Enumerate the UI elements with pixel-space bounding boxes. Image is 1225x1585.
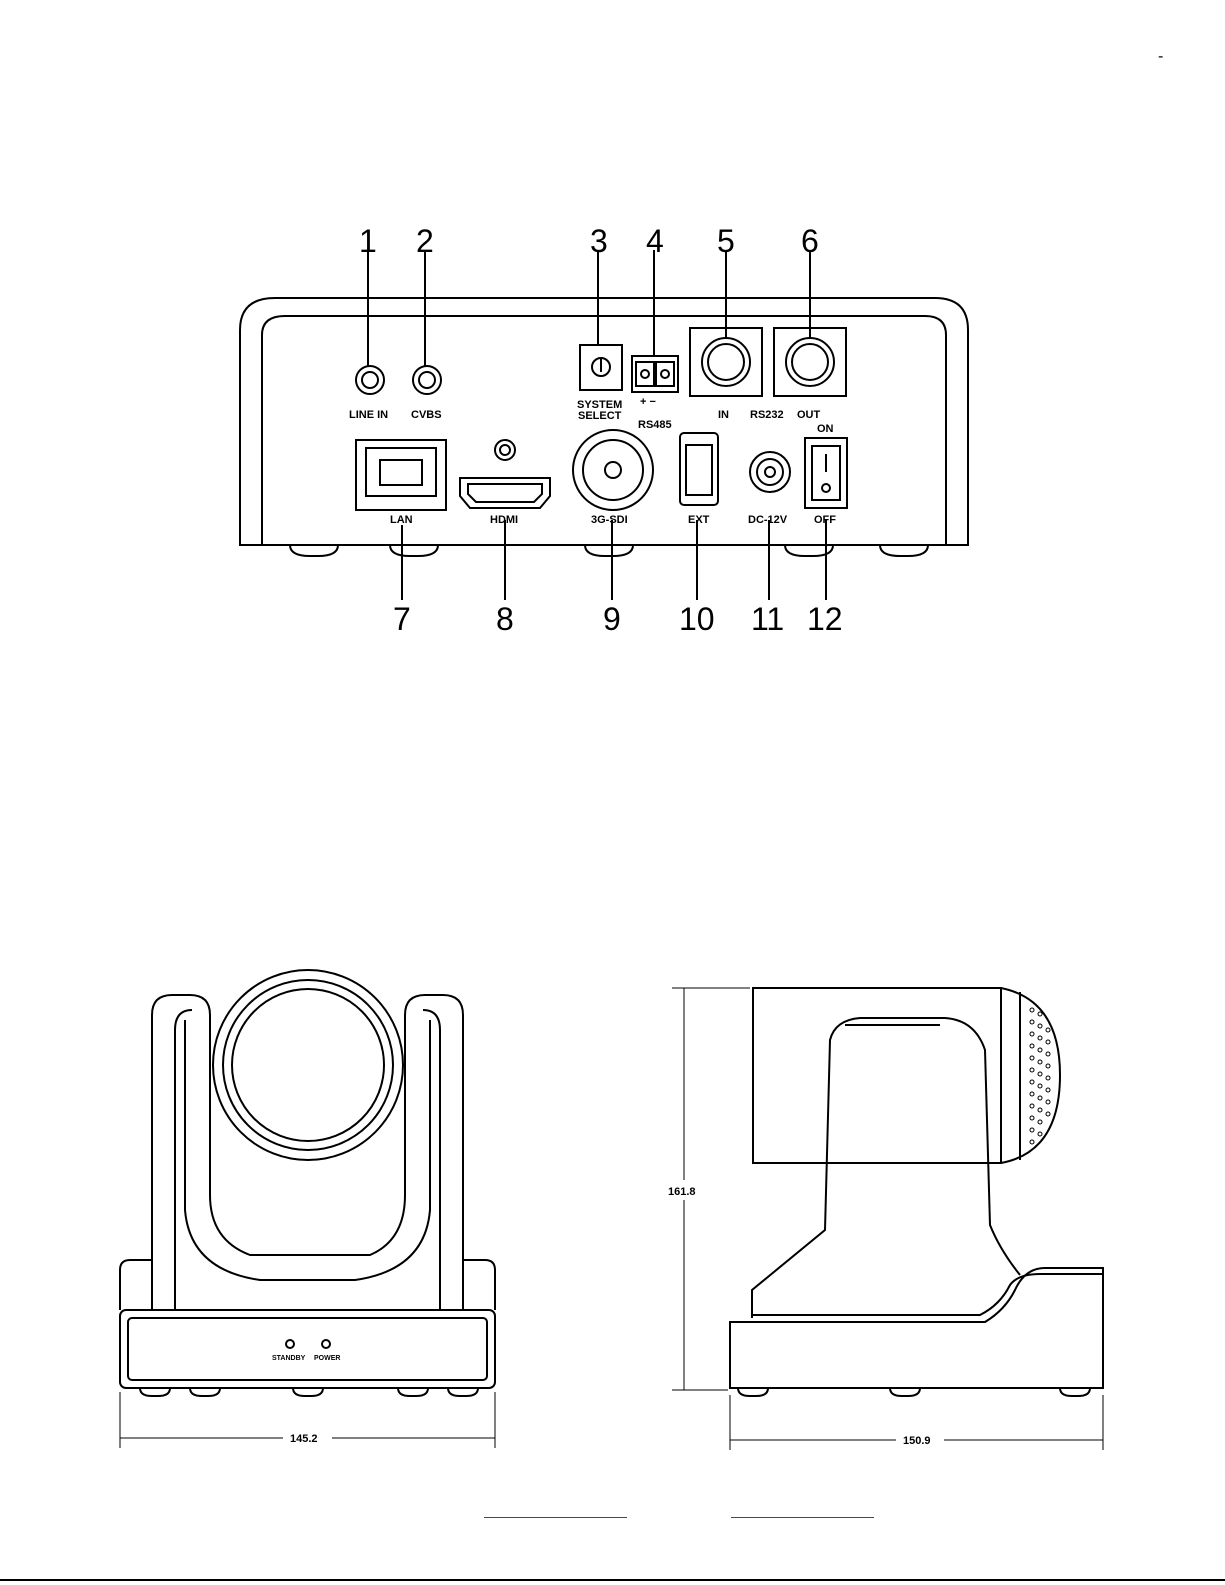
callout-11: 11 <box>751 601 784 637</box>
callout-5: 5 <box>717 223 735 259</box>
front-standby-label: STANDBY <box>272 1355 306 1362</box>
label-dc-12v: DC-12V <box>748 514 788 526</box>
callout-7: 7 <box>393 601 411 637</box>
footer-link-1[interactable] <box>484 1495 627 1518</box>
callout-9: 9 <box>603 601 621 637</box>
callout-2: 2 <box>416 223 434 259</box>
callout-10: 10 <box>679 601 715 637</box>
label-off: OFF <box>814 514 836 526</box>
label-rs485: RS485 <box>638 419 672 431</box>
label-hdmi: HDMI <box>490 514 518 526</box>
label-rs232: RS232 <box>750 409 784 421</box>
side-height-dimension: 161.8 <box>668 1186 696 1198</box>
label-line-in: LINE IN <box>349 409 388 421</box>
footer-link-2[interactable] <box>731 1495 874 1518</box>
label-out: OUT <box>797 409 821 421</box>
page-bottom-rule <box>0 1579 1225 1581</box>
callout-8: 8 <box>496 601 514 637</box>
label-ext: EXT <box>688 514 710 526</box>
label-cvbs: CVBS <box>411 409 442 421</box>
front-power-label: POWER <box>314 1355 340 1362</box>
label-3g-sdi: 3G-SDI <box>591 514 628 526</box>
label-on: ON <box>817 423 834 435</box>
callout-4: 4 <box>646 223 664 259</box>
rear-panel-diagram: 1 2 3 4 5 6 7 8 9 10 11 12 LINE IN CVBS … <box>0 0 1225 700</box>
label-plus-minus: + − <box>640 396 656 408</box>
front-width-dimension: 145.2 <box>290 1433 318 1445</box>
callout-6: 6 <box>801 223 819 259</box>
callout-3: 3 <box>590 223 608 259</box>
callout-12: 12 <box>807 601 843 637</box>
label-select: SELECT <box>578 410 622 422</box>
label-in: IN <box>718 409 729 421</box>
label-lan: LAN <box>390 514 413 526</box>
side-depth-dimension: 150.9 <box>903 1435 931 1447</box>
callout-1: 1 <box>359 223 377 259</box>
